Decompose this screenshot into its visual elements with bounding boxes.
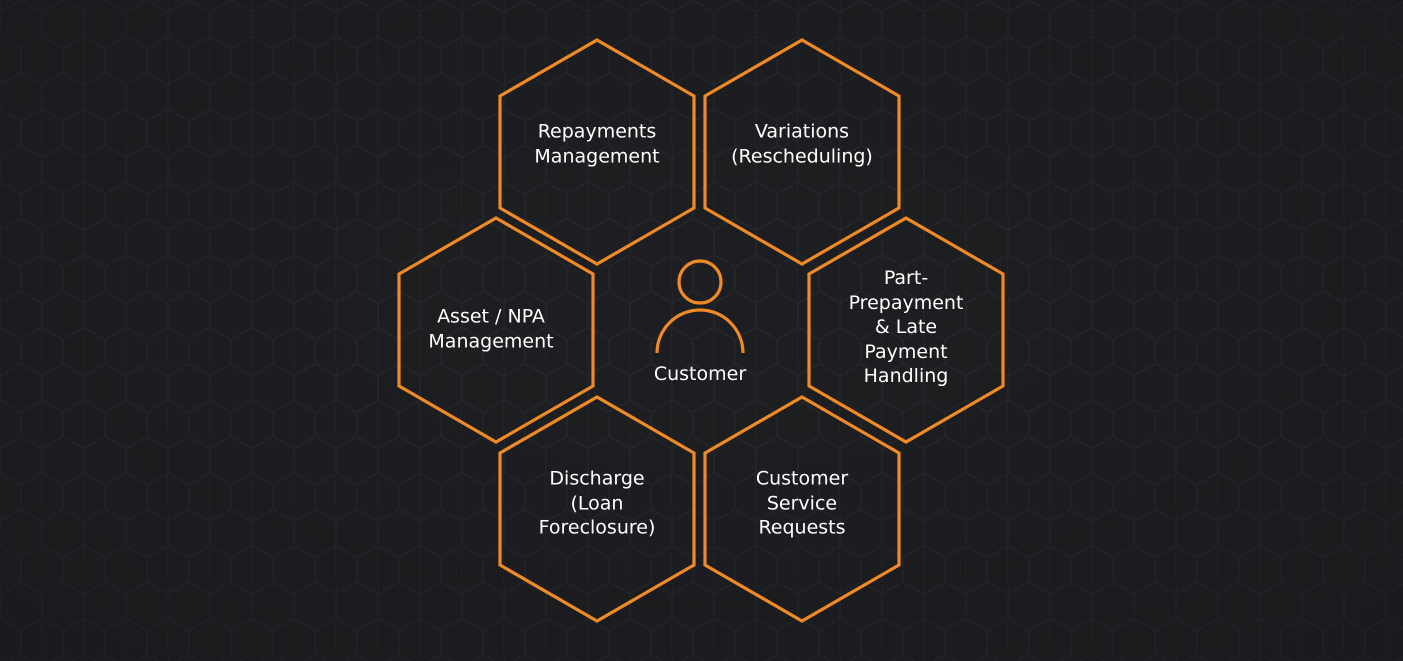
node-label-discharge: Discharge (Loan Foreclosure): [538, 467, 656, 539]
hexagon-asset-npa: [397, 216, 595, 444]
node-label-part-prepayment: Part- Prepayment & Late Payment Handling: [848, 266, 964, 387]
node-label-service-requests: Customer Service Requests: [755, 467, 849, 539]
hexagon-discharge: [498, 395, 696, 623]
hexagon-repayments: [498, 38, 696, 266]
person-icon: [655, 259, 745, 354]
node-label-asset-npa: Asset / NPA Management: [428, 305, 554, 353]
customer-label: Customer: [653, 363, 747, 385]
node-label-repayments: Repayments Management: [534, 120, 660, 168]
hexagon-service-requests: [703, 395, 901, 623]
node-label-variations: Variations (Rescheduling): [731, 120, 873, 168]
hexagon-part-prepayment: [807, 216, 1005, 444]
hexagon-variations: [703, 38, 901, 266]
